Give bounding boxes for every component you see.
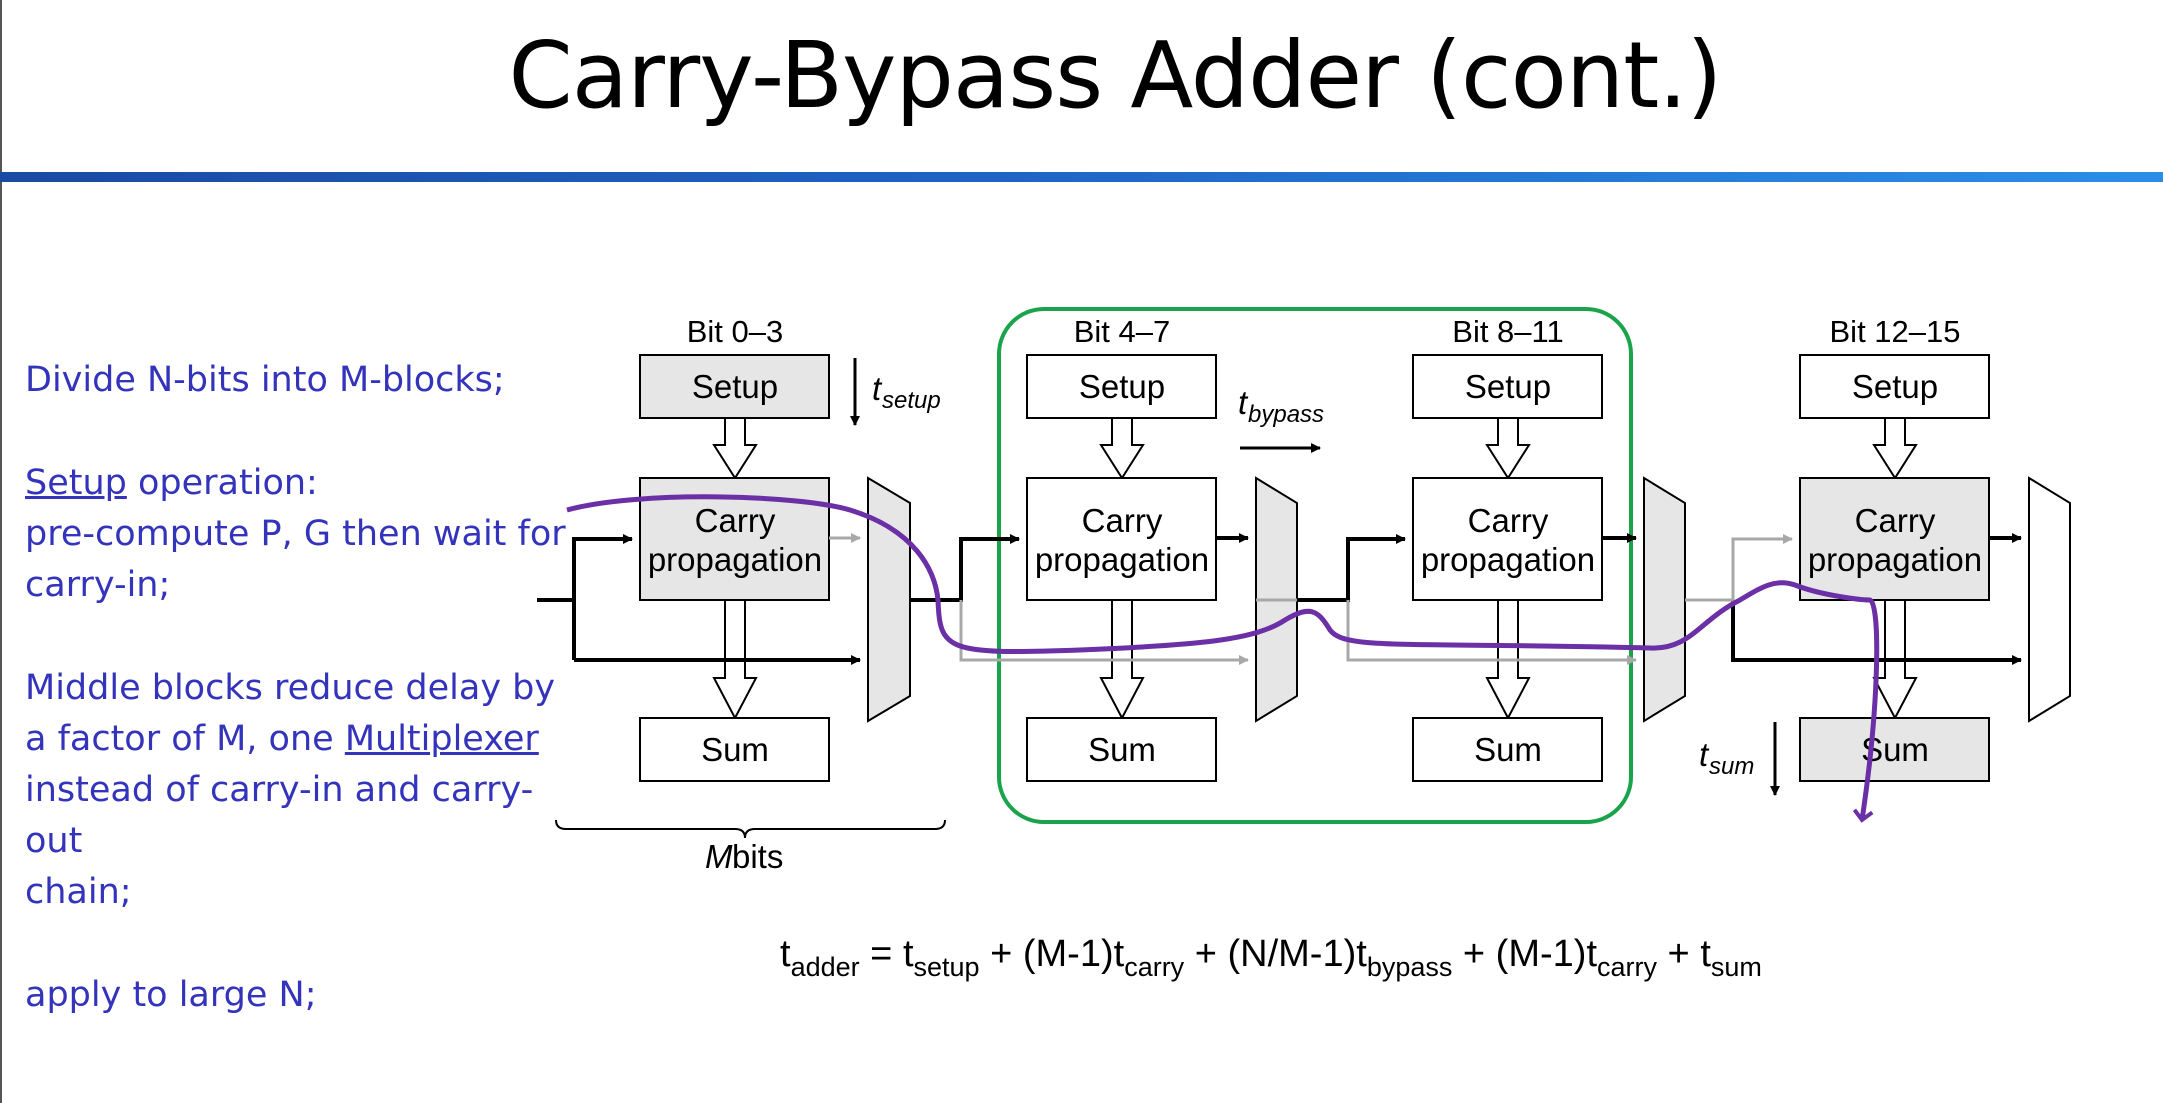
f-t-carry1: t [1114,933,1125,975]
setup-box-0 [639,354,830,419]
title-underline-bar [0,172,2163,182]
f-t-bypass: t [1356,933,1367,975]
block-2: Setup Carry propagation Sum [1412,354,1686,782]
carry-box-2 [1412,477,1603,601]
formula-text: tadder = tsetup + (M-1)tcarry + (N/M-1)t… [780,933,1762,982]
f-s-bypass: bypass [1367,952,1453,982]
bullet-large-n: apply to large N; [25,975,317,1015]
carry-label2-2: propagation [1421,541,1595,578]
bullet-carry-in: carry-in; [25,565,171,605]
f-t-carry2: t [1586,933,1597,975]
bullet-precompute: pre-compute P, G then wait for [25,514,566,554]
factor-pre: a factor of M, one [25,719,345,759]
block-header-2: Bit 8–11 [1452,314,1563,349]
setup-arrow-1 [1099,417,1145,480]
bullet-middle-blocks: Middle blocks reduce delay by [25,668,556,708]
f-p3: + (M-1) [1452,933,1586,975]
sum-box-0 [639,717,830,782]
mux-2 [1643,476,1686,723]
block-header-0: Bit 0–3 [687,314,784,349]
setup-label-1: Setup [1079,368,1165,405]
carry-label2-1: propagation [1035,541,1209,578]
f-t-sum: t [1700,933,1711,975]
f-p2: + (N/M-1) [1184,933,1356,975]
f-s-carry2: carry [1597,952,1657,982]
f-t-setup: t [903,933,914,975]
f-p4: + [1657,933,1700,975]
t-sum-annotation: t sum [1699,722,1780,796]
setup-box-1 [1026,354,1217,419]
sum-label-2: Sum [1474,731,1542,768]
sum-label-1: Sum [1088,731,1156,768]
carry-label1-2: Carry [1468,502,1549,539]
setup-arrow-0 [712,417,758,480]
setup-box-3 [1799,354,1990,419]
t-setup-sub: setup [882,387,941,414]
interblock-black-wires [910,533,2022,665]
critical-path-line [566,494,1880,823]
f-s-adder: adder [791,952,860,982]
multiplexer-underlined: Multiplexer [344,719,539,759]
carry-label1-0: Carry [695,502,776,539]
f-p1: + (M-1) [980,933,1114,975]
bullet-factor: a factor of M, one Multiplexer [25,714,585,765]
mux-0 [867,476,911,723]
m-bits-label: bits [732,838,783,875]
m-bits-brace: M bits [555,819,946,875]
carry-box-3 [1799,477,1990,601]
carry-label1-1: Carry [1082,502,1163,539]
sum-box-2 [1412,717,1603,782]
t-setup-t: t [872,370,883,407]
carry-label1-3: Carry [1855,502,1936,539]
input-wires [537,534,861,665]
f-s-carry1: carry [1124,952,1184,982]
setup-underlined: Setup [25,463,127,503]
setup-arrow-2 [1485,417,1531,480]
block-header-1: Bit 4–7 [1074,314,1171,349]
carry-label2-0: propagation [648,541,822,578]
interblock-gray-wires [959,534,1793,665]
bullet-divide: Divide N-bits into M-blocks; [25,360,505,400]
t-setup-annotation: t setup [850,358,941,426]
setup-label-3: Setup [1852,368,1938,405]
block-1: Setup Carry propagation Sum [1026,354,1298,782]
f-s-sum: sum [1711,952,1762,982]
t-bypass-t: t [1238,384,1249,421]
setup-label-2: Setup [1465,368,1551,405]
t-sum-t: t [1699,736,1710,773]
carry-box-1 [1026,477,1217,601]
f-t-adder: t [780,933,791,975]
bullet-text: Divide N-bits into M-blocks; Setup opera… [25,355,585,1021]
sum-box-1 [1026,717,1217,782]
mux-3 [2028,476,2071,723]
f-s-setup: setup [914,952,980,982]
setup-label-0: Setup [692,368,778,405]
block-0: Setup Carry propagation Sum [639,354,911,782]
setup-rest: operation: [126,463,318,503]
sum-box-3 [1799,717,1990,782]
t-sum-sub: sum [1709,753,1754,780]
bullet-setup: Setup operation: [25,458,585,509]
m-bits-m: M [705,838,733,875]
t-bypass-sub: bypass [1248,401,1324,428]
t-bypass-annotation: t bypass [1238,384,1324,453]
sum-label-0: Sum [701,731,769,768]
setup-arrow-3 [1872,417,1918,480]
bullet-instead: instead of carry-in and carry-out [25,770,534,861]
slide-title: Carry-Bypass Adder (cont.) [508,22,1723,129]
f-eq: = [860,933,903,975]
carry-label2-3: propagation [1808,541,1982,578]
block-header-3: Bit 12–15 [1830,314,1961,349]
bullet-chain: chain; [25,872,132,912]
left-border [0,0,2,1103]
bypass-group-outline [997,307,1633,824]
